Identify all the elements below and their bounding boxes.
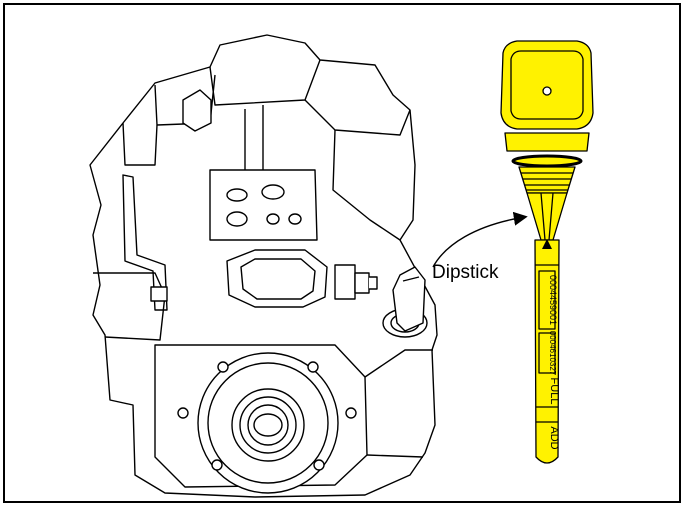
diagram-illustration: 0004459001 0004610327 FULL ADD [89,34,594,498]
transmission-housing-icon [89,34,438,498]
callout-arrow-icon [432,211,528,268]
dipstick-callout-label: Dipstick [432,262,499,283]
dipstick-mark-full: FULL [548,378,560,405]
dipstick-stamp-2: 0004610327 [548,331,557,376]
dipstick-icon [500,40,594,464]
dipstick-stamp-1: 0004459001 [548,275,558,325]
dipstick-mark-add: ADD [548,426,560,449]
diagram-frame: 0004459001 0004610327 FULL ADD Dipstick [3,3,681,503]
dipstick-markings: 0004459001 0004610327 FULL ADD [548,275,560,450]
